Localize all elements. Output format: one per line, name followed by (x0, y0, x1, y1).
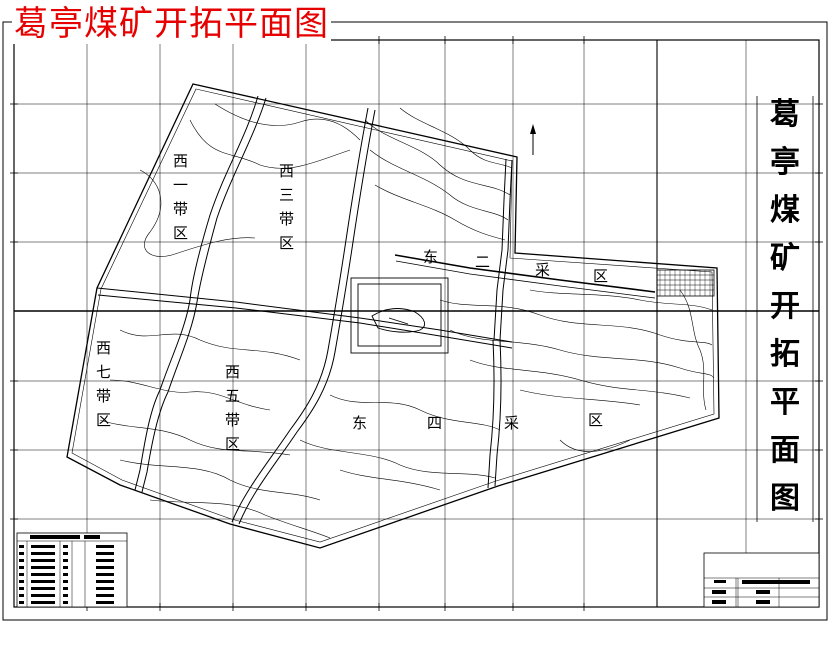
svg-text:西: 西 (173, 152, 188, 170)
mine-boundary (66, 83, 720, 549)
zone-label-west-three: 西 三 带 区 (279, 162, 294, 252)
svg-text:五: 五 (225, 387, 240, 405)
svg-text:七: 七 (96, 363, 111, 381)
inner-frame (13, 39, 820, 608)
svg-text:拓: 拓 (770, 337, 800, 372)
svg-text:图: 图 (770, 481, 800, 516)
svg-text:区: 区 (593, 267, 608, 285)
svg-text:四: 四 (427, 414, 442, 432)
zone-label-west-one: 西 一 带 区 (173, 152, 188, 242)
vertical-title-panel: 葛 亭 煤 矿 开 拓 平 面 图 (756, 96, 814, 522)
svg-text:带: 带 (279, 210, 294, 228)
outer-frame (2, 21, 828, 621)
svg-text:西: 西 (96, 339, 111, 357)
svg-text:面: 面 (770, 433, 800, 468)
title-block (703, 552, 820, 608)
svg-text:东: 东 (352, 414, 367, 432)
north-arrow-icon (530, 124, 536, 155)
svg-text:区: 区 (225, 435, 240, 453)
contour-lines (99, 103, 715, 539)
zone-label-west-seven: 西 七 带 区 (96, 339, 111, 429)
svg-text:区: 区 (173, 224, 188, 242)
page-title: 葛亭煤矿开拓平面图 (12, 4, 331, 44)
svg-text:葛: 葛 (769, 97, 800, 132)
svg-text:矿: 矿 (770, 241, 800, 276)
svg-text:区: 区 (588, 411, 603, 429)
zone-label-east-four: 东 四 采 区 (352, 411, 603, 432)
industrial-square (350, 277, 449, 354)
zone-label-west-five: 西 五 带 区 (225, 363, 240, 453)
svg-text:平: 平 (770, 385, 800, 420)
svg-text:东: 东 (423, 248, 438, 266)
svg-text:西: 西 (225, 363, 240, 381)
svg-text:西: 西 (279, 162, 294, 180)
svg-text:采: 采 (504, 414, 519, 432)
coordinate-grid (14, 40, 819, 607)
svg-text:带: 带 (173, 200, 188, 218)
svg-text:亭: 亭 (770, 145, 800, 180)
svg-text:一: 一 (173, 176, 188, 194)
svg-text:区: 区 (96, 411, 111, 429)
svg-text:采: 采 (535, 261, 550, 279)
zone-label-east-two: 东 二 采 区 (423, 248, 608, 285)
hatched-area (656, 269, 715, 297)
svg-text:带: 带 (96, 387, 111, 405)
grid-ticks (10, 36, 823, 611)
legend-table (16, 532, 128, 608)
main-roadways (96, 95, 656, 525)
svg-text:煤: 煤 (770, 193, 800, 228)
svg-text:二: 二 (475, 253, 490, 271)
svg-text:带: 带 (225, 411, 240, 429)
svg-text:开: 开 (770, 289, 800, 324)
svg-text:三: 三 (279, 186, 294, 204)
svg-text:区: 区 (279, 234, 294, 252)
